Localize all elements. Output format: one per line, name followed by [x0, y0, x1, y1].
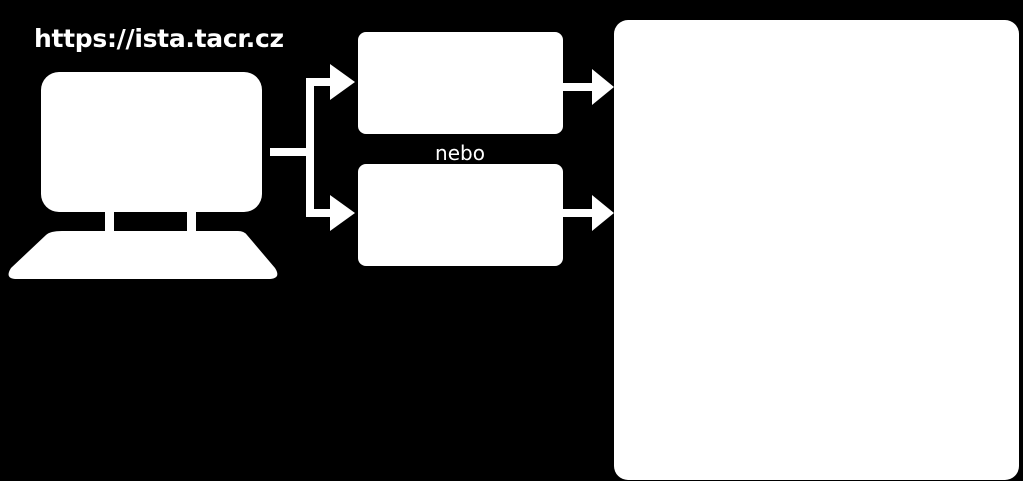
- arrow-head-upper-right: [592, 69, 614, 105]
- laptop-hinge-left: [105, 210, 114, 235]
- arrow-head-lower-right: [592, 195, 614, 231]
- option-box-upper: [358, 32, 563, 134]
- laptop-icon: [8, 72, 278, 279]
- target-panel: [614, 20, 1019, 480]
- arrow-head-lower-left: [330, 195, 355, 231]
- laptop-hinge-right: [187, 210, 196, 235]
- branch-line-lower: [306, 148, 334, 217]
- or-label: nebo: [435, 141, 485, 165]
- laptop-keyboard-base: [8, 231, 278, 279]
- arrow-head-upper-left: [330, 64, 355, 100]
- laptop-screen: [41, 72, 262, 212]
- branch-line-upper: [270, 78, 334, 156]
- branch-connector: [270, 78, 334, 217]
- url-label: https://ista.tacr.cz: [34, 24, 284, 53]
- option-box-lower: [358, 164, 563, 266]
